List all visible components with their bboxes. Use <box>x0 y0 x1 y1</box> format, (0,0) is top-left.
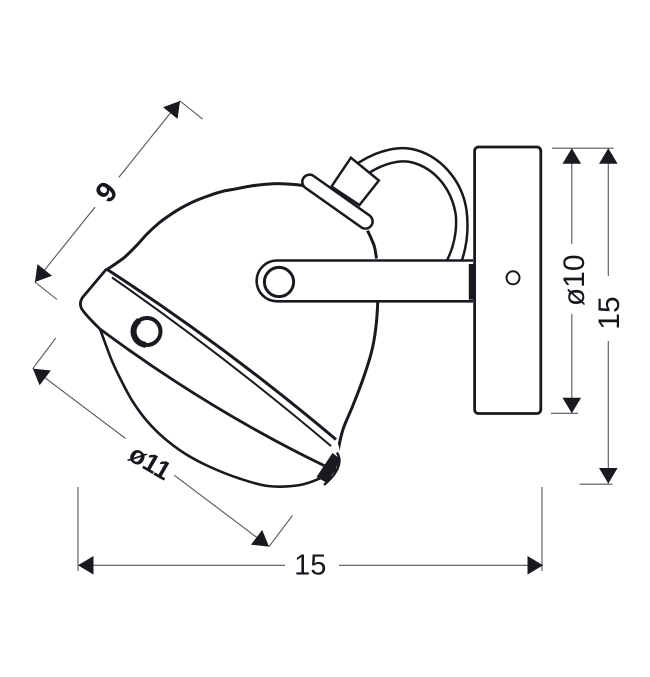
svg-text:ø10: ø10 <box>558 254 591 306</box>
svg-text:15: 15 <box>294 549 326 581</box>
svg-text:15: 15 <box>593 296 626 329</box>
